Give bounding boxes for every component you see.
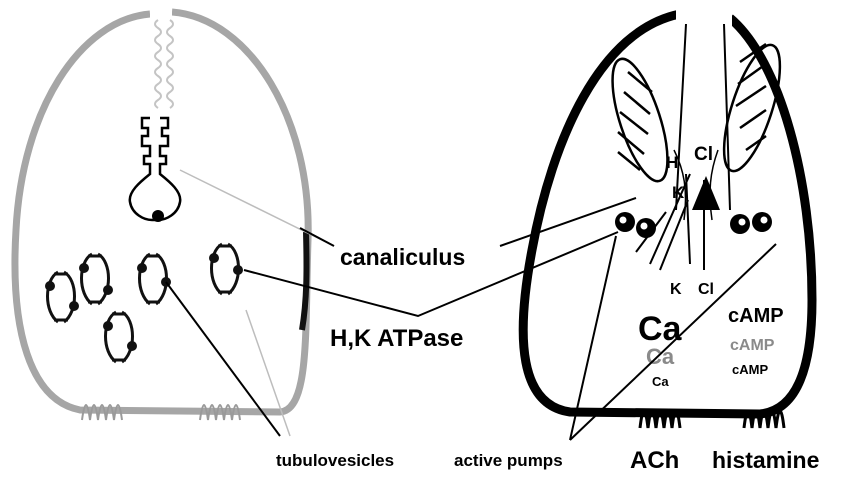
tubulovesicle (139, 254, 170, 304)
label-active-pumps: active pumps (454, 451, 563, 470)
active-cell: H K Cl K Cl Ca Ca Ca cAMP cAMP cAMP (523, 4, 812, 428)
resting-canaliculus-microvilli (155, 20, 173, 108)
ion-camp-large: cAMP (728, 305, 784, 327)
resting-cell (15, 6, 308, 420)
resting-canaliculus (130, 118, 180, 220)
ion-ca-large: Ca (638, 310, 683, 348)
label-canaliculus: canaliculus (340, 244, 465, 270)
ion-cl-bottom: Cl (698, 281, 714, 298)
label-tubulovesicles: tubulovesicles (276, 451, 394, 470)
active-ach-receptor (640, 411, 680, 428)
tubulovesicle (211, 244, 242, 294)
label-ach: ACh (630, 447, 679, 474)
label-hk-atpase: H,K ATPase (330, 325, 463, 352)
tubulovesicle (47, 272, 78, 322)
tubulovesicle (81, 254, 112, 304)
active-histamine-receptor (744, 411, 784, 428)
tubulovesicle (105, 312, 136, 362)
ion-k-top: K (672, 183, 685, 202)
active-pumps-right (730, 212, 772, 234)
resting-canaliculus-pump-dot (152, 210, 164, 222)
ion-camp-medium: cAMP (730, 337, 775, 354)
ion-camp-small: cAMP (732, 362, 768, 377)
active-canaliculus-lumen (692, 176, 720, 210)
label-histamine: histamine (712, 447, 819, 473)
ion-ca-medium: Ca (646, 344, 675, 369)
ion-k-bottom: K (670, 281, 682, 298)
ion-cl-top: Cl (694, 144, 713, 165)
ion-h: H (666, 153, 678, 172)
tubulovesicles-leader-2 (246, 310, 290, 436)
resting-cell-membrane-dark-patch (302, 232, 307, 330)
ion-ca-small: Ca (652, 374, 669, 389)
